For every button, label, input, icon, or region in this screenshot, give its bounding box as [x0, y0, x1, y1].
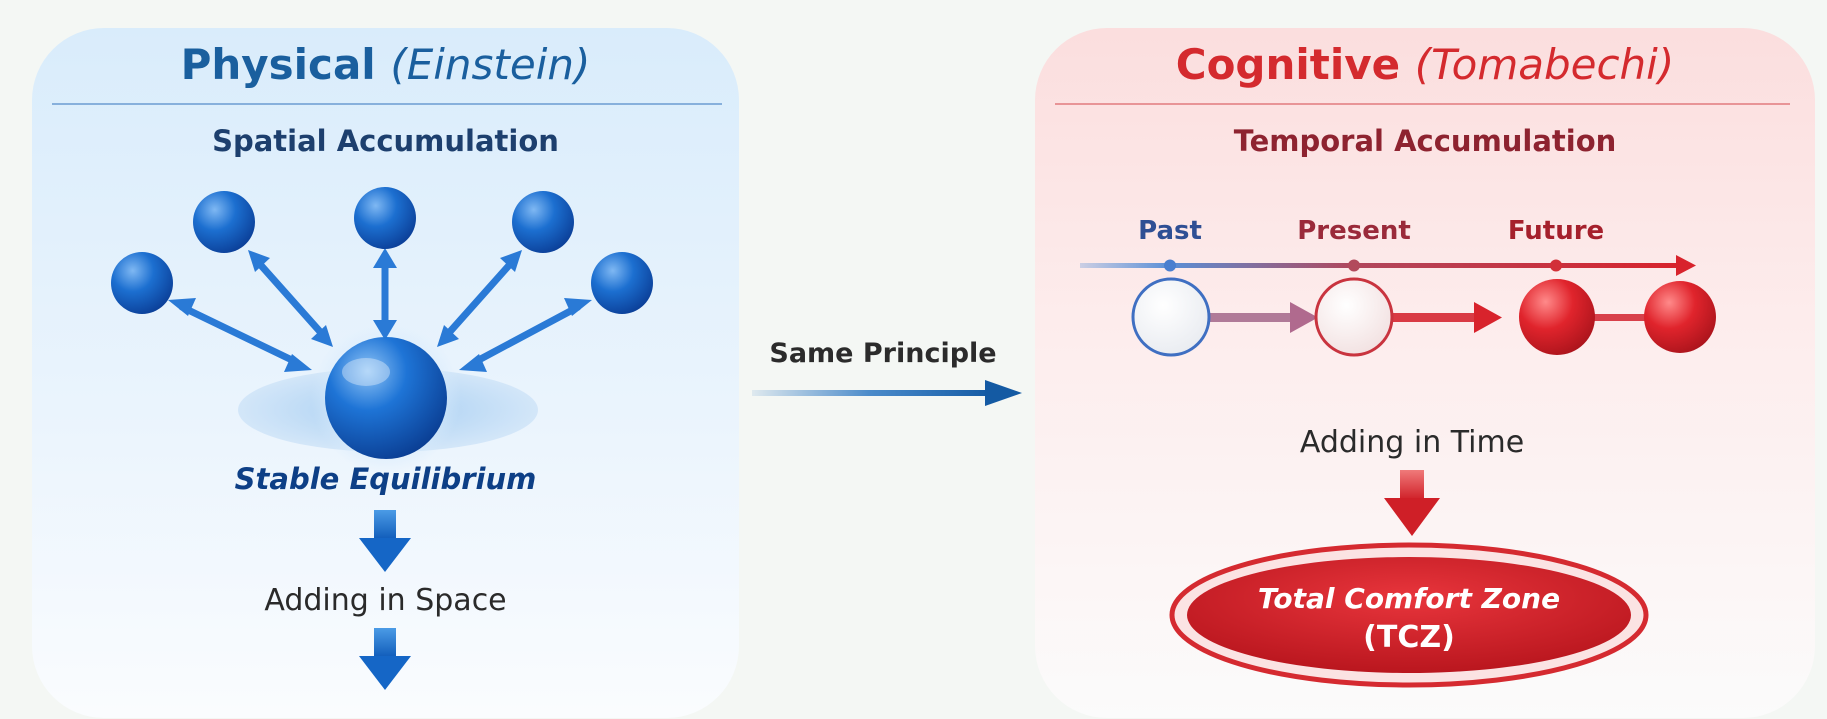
right-panel-title: Cognitive (Tomabechi) [1035, 40, 1815, 89]
tcz-line-2: (TCZ) [1363, 620, 1455, 655]
left-title-paren: (Einstein) [390, 40, 591, 89]
double-arrow-icon [248, 250, 333, 347]
left-panel-title: Physical (Einstein) [32, 40, 739, 89]
right-arrow-icon [752, 380, 1022, 406]
adding-in-space-label: Adding in Space [264, 583, 507, 618]
tcz-line-1: Total Comfort Zone [1257, 582, 1561, 615]
central-sphere-icon [325, 337, 447, 459]
timeline-past-label: Past [1138, 216, 1202, 246]
same-principle-label: Same Principle [769, 338, 997, 369]
down-arrow-icon [359, 510, 411, 572]
left-panel-subtitle: Spatial Accumulation [212, 124, 559, 158]
timeline-connector-3 [1590, 314, 1650, 321]
double-arrow-icon [459, 298, 592, 372]
timeline-connector-2 [1392, 302, 1502, 333]
double-arrow-icon [373, 248, 397, 340]
sphere-icon [512, 191, 574, 253]
right-title-main: Cognitive [1175, 40, 1401, 89]
sphere-icon [591, 252, 653, 314]
right-panel-subtitle: Temporal Accumulation [1233, 124, 1617, 158]
timeline-axis [1080, 255, 1696, 276]
central-sphere-highlight [342, 358, 390, 386]
down-arrow-icon [1384, 470, 1440, 536]
past-sphere-icon [1131, 277, 1211, 357]
sphere-icon [193, 191, 255, 253]
tcz-badge [1187, 557, 1631, 673]
down-arrow-icon [359, 628, 411, 690]
sphere-icon [111, 252, 173, 314]
right-panel-background [1035, 28, 1815, 718]
double-arrow-icon [168, 298, 312, 372]
stable-equilibrium-label: Stable Equilibrium [234, 462, 537, 496]
adding-in-time-label: Adding in Time [1299, 425, 1525, 460]
double-arrow-icon [437, 250, 522, 347]
timeline-future-label: Future [1507, 216, 1605, 246]
sphere-icon [354, 187, 416, 249]
future-sphere-icon [1644, 281, 1716, 353]
right-title-paren: (Tomabechi) [1414, 40, 1675, 89]
timeline-connector-1 [1208, 302, 1318, 333]
future-sphere-icon [1519, 279, 1595, 355]
timeline-present-label: Present [1297, 216, 1411, 246]
present-sphere-icon [1314, 277, 1394, 357]
left-title-main: Physical [180, 40, 376, 89]
